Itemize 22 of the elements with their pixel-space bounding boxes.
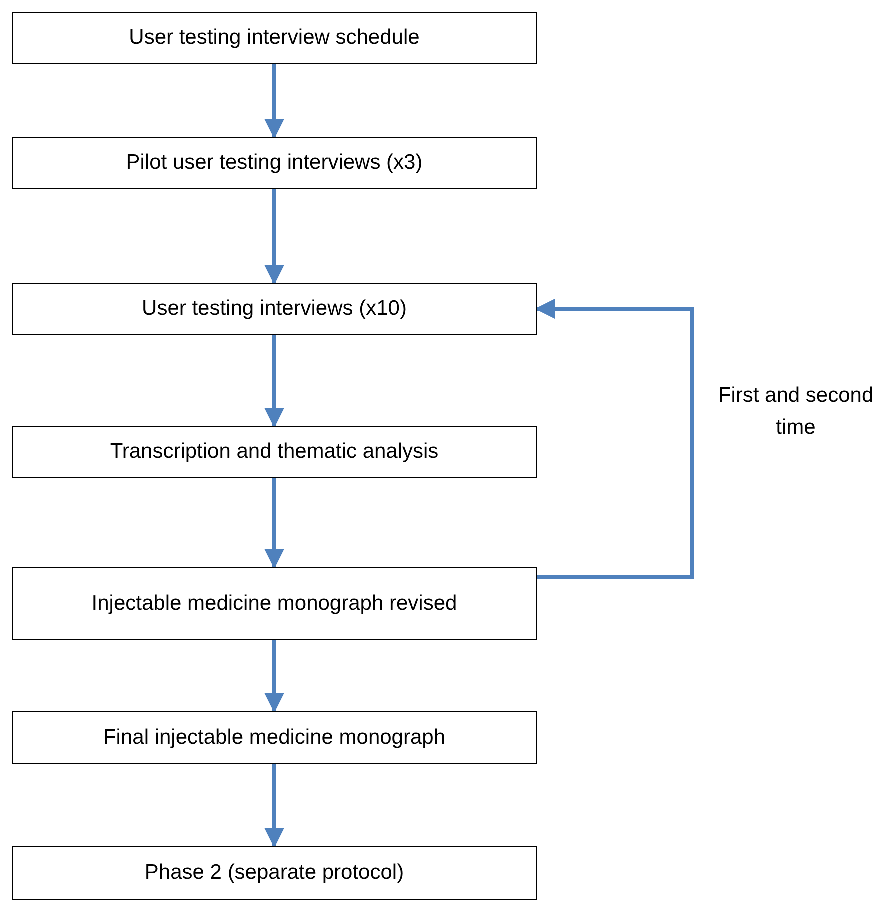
arrow: [264, 764, 284, 848]
box-text: Phase 2 (separate protocol): [144, 860, 404, 886]
process-box: [12, 283, 537, 335]
process-box: [12, 137, 537, 189]
arrow: [264, 640, 284, 713]
arrow: [264, 335, 284, 428]
box-text: Final injectable medicine monograph: [103, 724, 446, 750]
process-box: [12, 567, 537, 640]
process-box: [12, 426, 537, 478]
edge-label: First and second time: [717, 383, 875, 441]
arrow: [535, 299, 694, 579]
box-text: Transcription and thematic analysis: [110, 439, 439, 465]
box-text: User testing interview schedule: [129, 25, 420, 51]
box-text: Pilot user testing interviews (x3): [126, 150, 423, 176]
process-box: [12, 711, 537, 764]
arrow: [264, 64, 284, 139]
arrow: [264, 478, 284, 569]
process-box: [12, 12, 537, 64]
arrow: [264, 189, 284, 285]
box-text: Injectable medicine monograph revised: [92, 590, 458, 616]
box-text: User testing interviews (x10): [142, 296, 407, 322]
process-box: [12, 846, 537, 900]
